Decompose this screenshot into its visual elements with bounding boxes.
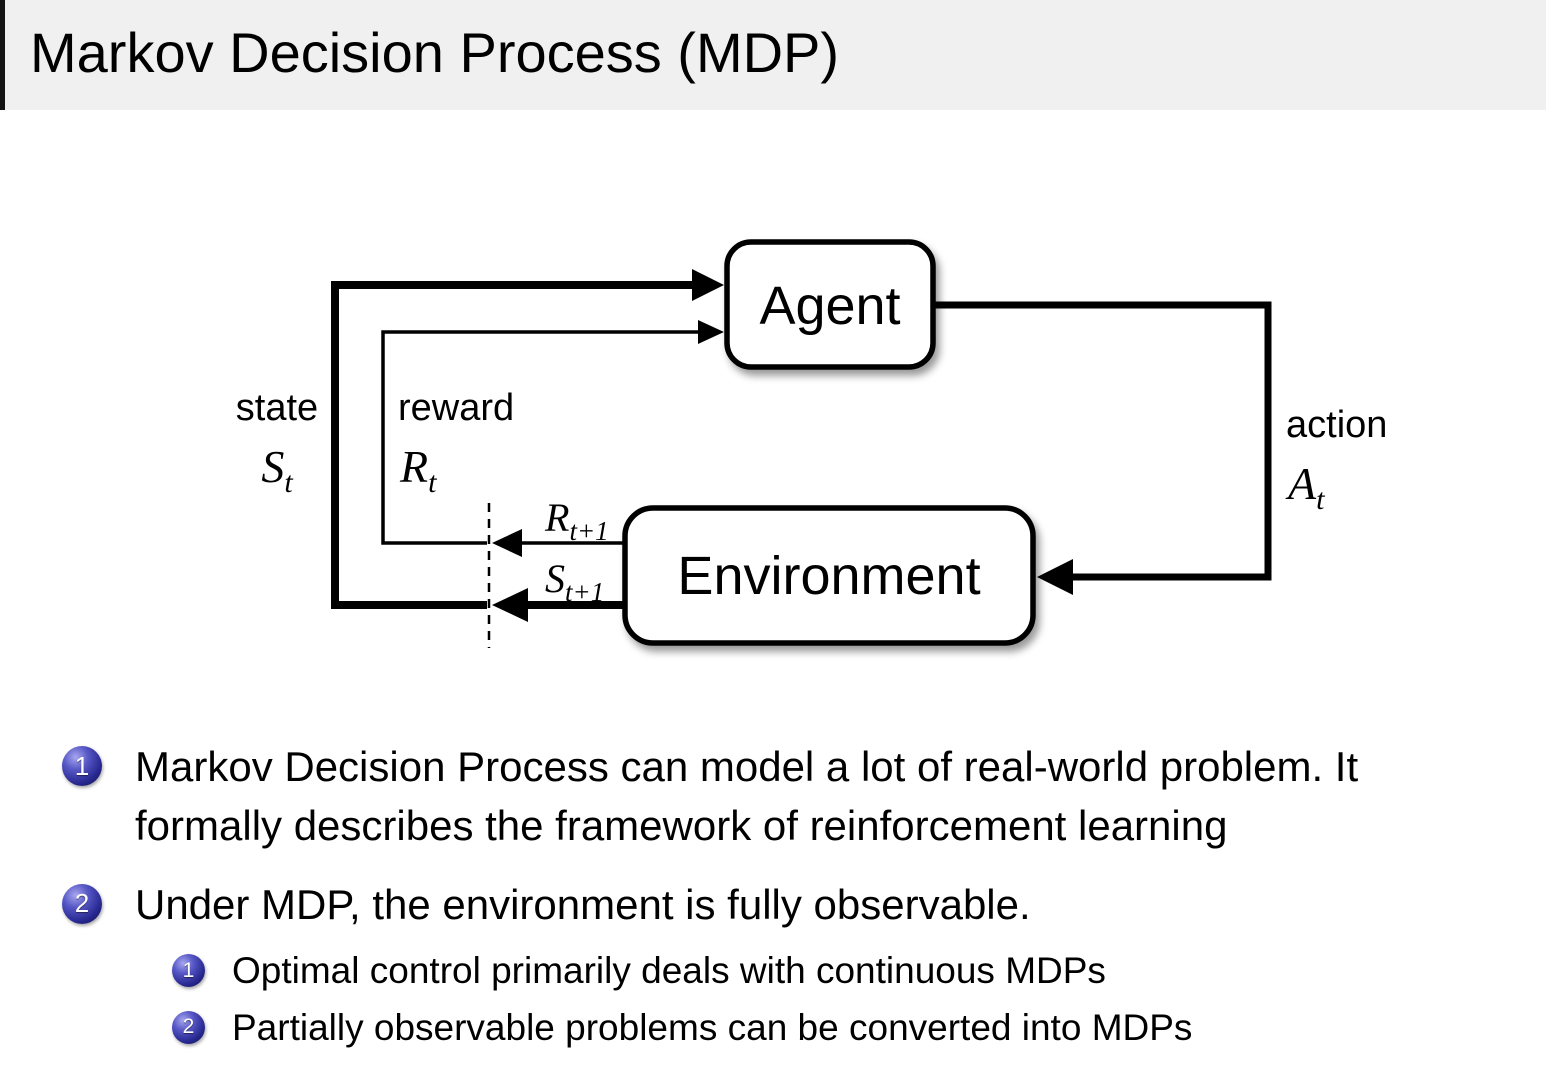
sub-bullet-list: 1 Optimal control primarily deals with c…: [172, 948, 1508, 1051]
enumerate-ball-icon: 2: [62, 883, 102, 924]
list-item-text: Under MDP, the environment is fully obse…: [135, 880, 1031, 928]
state-symbol-letter: S: [261, 441, 284, 492]
next-reward-symbol: Rt+1: [544, 495, 609, 546]
sub-list-item-text: Partially observable problems can be con…: [232, 1006, 1193, 1048]
next-state-symbol-letter: S: [545, 556, 565, 601]
next-state-symbol-sub: t+1: [565, 577, 604, 607]
next-reward-symbol-letter: R: [544, 495, 569, 540]
action-symbol: At: [1285, 458, 1325, 516]
action-symbol-letter: A: [1285, 458, 1317, 509]
state-symbol-sub: t: [284, 466, 293, 499]
action-arrowhead: [1037, 559, 1073, 595]
environment-label: Environment: [677, 546, 980, 606]
list-item: 2 Under MDP, the environment is fully ob…: [62, 876, 1508, 935]
next-state-symbol: St+1: [545, 556, 604, 607]
next-reward-symbol-sub: t+1: [569, 516, 608, 546]
list-item: 1 Markov Decision Process can model a lo…: [62, 738, 1508, 856]
action-line: [933, 301, 1272, 581]
reward-line: [381, 330, 712, 545]
enumerate-number: 1: [74, 750, 90, 781]
reward-label: reward: [398, 387, 514, 429]
sub-list-item-text: Optimal control primarily deals with con…: [232, 950, 1106, 992]
reward-symbol: Rt: [399, 441, 437, 499]
reward-into-agent-arrowhead: [698, 320, 724, 344]
reward-symbol-letter: R: [399, 441, 428, 492]
state-into-agent-arrowhead: [692, 269, 724, 301]
state-symbol: St: [261, 441, 293, 499]
enumerate-ball-icon: 1: [172, 954, 205, 988]
sub-list-item: 1 Optimal control primarily deals with c…: [172, 948, 1508, 994]
enumerate-ball-icon: 1: [62, 746, 102, 786]
enumerate-number: 1: [182, 958, 195, 982]
title-bar: Markov Decision Process (MDP): [0, 0, 1546, 110]
state-label: state: [236, 387, 318, 429]
reward-symbol-sub: t: [428, 466, 437, 499]
enumerate-ball-icon: 2: [172, 1010, 205, 1044]
next-state-arrowhead: [492, 588, 528, 622]
enumerate-number: 2: [74, 888, 90, 919]
action-symbol-sub: t: [1316, 483, 1325, 516]
bullet-list: 1 Markov Decision Process can model a lo…: [62, 738, 1508, 1051]
list-item-text: Markov Decision Process can model a lot …: [135, 743, 1359, 849]
page-title: Markov Decision Process (MDP): [30, 21, 840, 84]
window-edge: [0, 0, 5, 110]
sub-list-item: 2 Partially observable problems can be c…: [172, 1005, 1508, 1051]
next-reward-arrowhead: [492, 529, 522, 557]
environment-box: [622, 505, 1036, 646]
state-line: [331, 281, 712, 609]
agent-box: [724, 239, 936, 370]
enumerate-number: 2: [182, 1015, 195, 1039]
action-label: action: [1286, 404, 1387, 446]
agent-label: Agent: [759, 276, 900, 336]
